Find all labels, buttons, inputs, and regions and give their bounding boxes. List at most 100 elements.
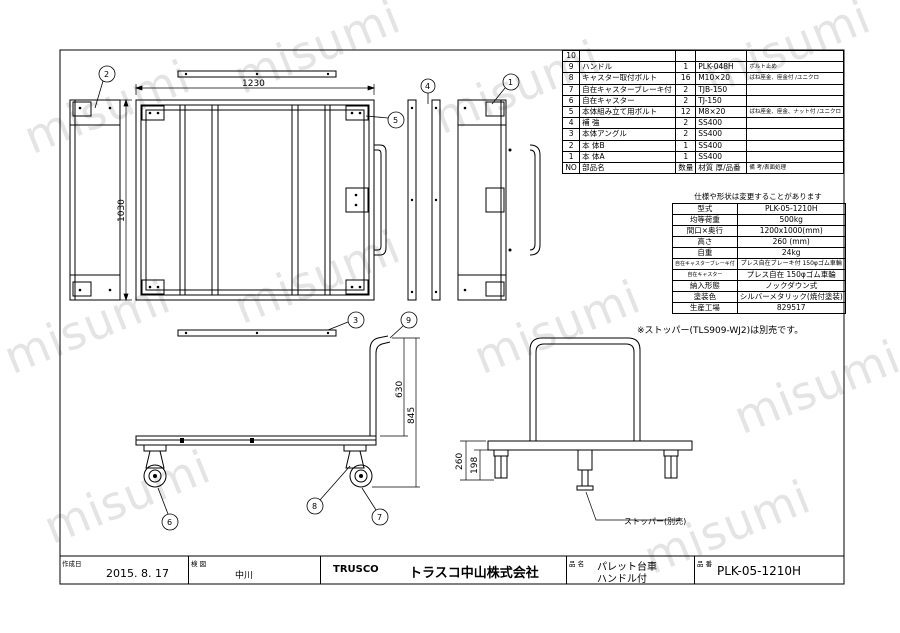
parts-cell-qty bbox=[675, 49, 697, 63]
parts-cell-name: 部品名 bbox=[579, 161, 677, 175]
parts-cell-remark: ボルト止め bbox=[746, 61, 844, 74]
plan-holes bbox=[148, 111, 362, 289]
parts-cell-material: TJB-150 bbox=[695, 83, 748, 96]
dim-handle-height-label: 630 bbox=[395, 381, 405, 398]
parts-cell-qty: 16 bbox=[675, 72, 697, 85]
spec-value: 829517 bbox=[736, 302, 846, 314]
part-1-frame bbox=[457, 99, 541, 301]
callout-8: 8 bbox=[312, 502, 317, 511]
parts-cell-name: 本体組み立て用ボルト bbox=[579, 105, 677, 119]
spec-key: 間口×奥行 bbox=[672, 225, 738, 237]
callout-4: 4 bbox=[425, 82, 430, 91]
parts-cell-name: 本体アングル bbox=[579, 128, 677, 141]
callout-7: 7 bbox=[377, 513, 382, 522]
dim-width bbox=[134, 84, 376, 95]
spec-key: 自重 bbox=[672, 247, 738, 259]
parts-cell-remark: ばね座金、座金付 /ユニクロ bbox=[746, 72, 844, 85]
parts-cell-qty: 1 bbox=[675, 139, 697, 152]
spec-value: ノックダウン式 bbox=[736, 280, 846, 292]
stopper-leader bbox=[585, 491, 680, 521]
parts-cell-no: 9 bbox=[561, 61, 581, 74]
stopper-note: ※ストッパー(TLS909-WJ2)は別売です。 bbox=[637, 326, 804, 336]
parts-cell-name: キャスター取付ボルト bbox=[579, 72, 677, 85]
tb-name-label: 品 名 bbox=[569, 560, 585, 568]
parts-cell-qty: 1 bbox=[675, 61, 697, 74]
parts-cell-name: 自在キャスターブレーキ付 bbox=[579, 83, 677, 96]
parts-cell-material: SS400 bbox=[695, 150, 748, 163]
parts-cell-qty: 2 bbox=[675, 128, 697, 141]
spec-row: 自在キャスタープレス自在 150φゴム車輪 bbox=[672, 269, 846, 281]
tb-code-label: 品 番 bbox=[697, 560, 713, 568]
parts-cell-material: SS400 bbox=[695, 139, 748, 152]
callout-3: 3 bbox=[353, 316, 358, 325]
parts-cell-material: TJ-150 bbox=[695, 94, 748, 107]
spec-key: 塗装色 bbox=[672, 291, 738, 303]
parts-cell-no: 2 bbox=[561, 139, 581, 152]
tb-code-value: PLK-05-1210H bbox=[717, 564, 802, 578]
callout-5: 5 bbox=[393, 116, 398, 125]
stopper-label: ストッパー(別売) bbox=[624, 516, 686, 526]
tb-created-label: 作成日 bbox=[62, 560, 82, 568]
dim-side-heights bbox=[372, 337, 420, 488]
parts-cell-material: M10×20 bbox=[695, 72, 748, 85]
tb-name-line2: ハンドル付 bbox=[597, 574, 647, 585]
parts-cell-material: M8×20 bbox=[695, 105, 748, 119]
spec-value: 500kg bbox=[736, 214, 846, 226]
spec-key: 均等荷重 bbox=[672, 214, 738, 226]
spec-key: 生産工場 bbox=[672, 302, 738, 314]
brand-logo: TRUSCO bbox=[333, 564, 379, 575]
parts-cell-remark bbox=[746, 49, 844, 63]
part-3-bars bbox=[177, 70, 337, 337]
tb-checked-value: 中川 bbox=[235, 571, 254, 581]
parts-cell-name: 自在キャスター bbox=[579, 94, 677, 107]
spec-key: 納入形態 bbox=[672, 280, 738, 292]
parts-cell-no: NO bbox=[561, 161, 581, 175]
tb-name-line1: パレット台車 bbox=[597, 562, 657, 573]
spec-key: 自在キャスター bbox=[672, 269, 738, 281]
parts-cell-name: 本 体A bbox=[579, 150, 677, 163]
parts-cell-remark bbox=[746, 83, 844, 96]
title-block: 作成日 2015. 8. 17 検 図 中川 TRUSCO トラスコ中山株式会社… bbox=[60, 556, 845, 585]
front-view bbox=[487, 337, 693, 491]
parts-cell-material: PLK-048H bbox=[695, 61, 748, 74]
spec-value: プレス自在 150φゴム車輪 bbox=[736, 269, 846, 281]
dim-width-label: 1230 bbox=[242, 79, 265, 89]
callout-9: 9 bbox=[406, 316, 411, 325]
spec-note: 仕様や形状は変更することがあります bbox=[694, 192, 822, 201]
parts-cell-remark bbox=[746, 150, 844, 163]
parts-cell-no: 5 bbox=[561, 105, 581, 119]
tb-company: TRUSCO トラスコ中山株式会社 bbox=[320, 556, 567, 584]
spec-row: 塗装色シルバーメタリック(焼付塗装) bbox=[672, 291, 846, 303]
parts-row: 10 bbox=[561, 49, 844, 63]
parts-cell-qty: 2 bbox=[675, 117, 697, 130]
parts-cell-no: 7 bbox=[561, 83, 581, 96]
part-2-frame bbox=[69, 99, 121, 301]
parts-cell-remark: 備 考/表面処理 bbox=[746, 161, 844, 175]
parts-cell-qty: 2 bbox=[675, 83, 697, 96]
parts-cell-no: 10 bbox=[561, 49, 581, 63]
tb-checked: 検 図 中川 bbox=[188, 556, 321, 584]
parts-cell-material: 材質 厚/品番 bbox=[695, 161, 748, 175]
parts-cell-name: ハンドル bbox=[579, 61, 677, 74]
callout-6: 6 bbox=[167, 518, 172, 527]
tb-product-code: 品 番 PLK-05-1210H bbox=[694, 556, 845, 584]
parts-cell-remark bbox=[746, 128, 844, 141]
dim-depth-label: 1030 bbox=[117, 199, 127, 222]
dim-height-label: 260 bbox=[455, 453, 465, 470]
spec-key: 高さ bbox=[672, 236, 738, 248]
